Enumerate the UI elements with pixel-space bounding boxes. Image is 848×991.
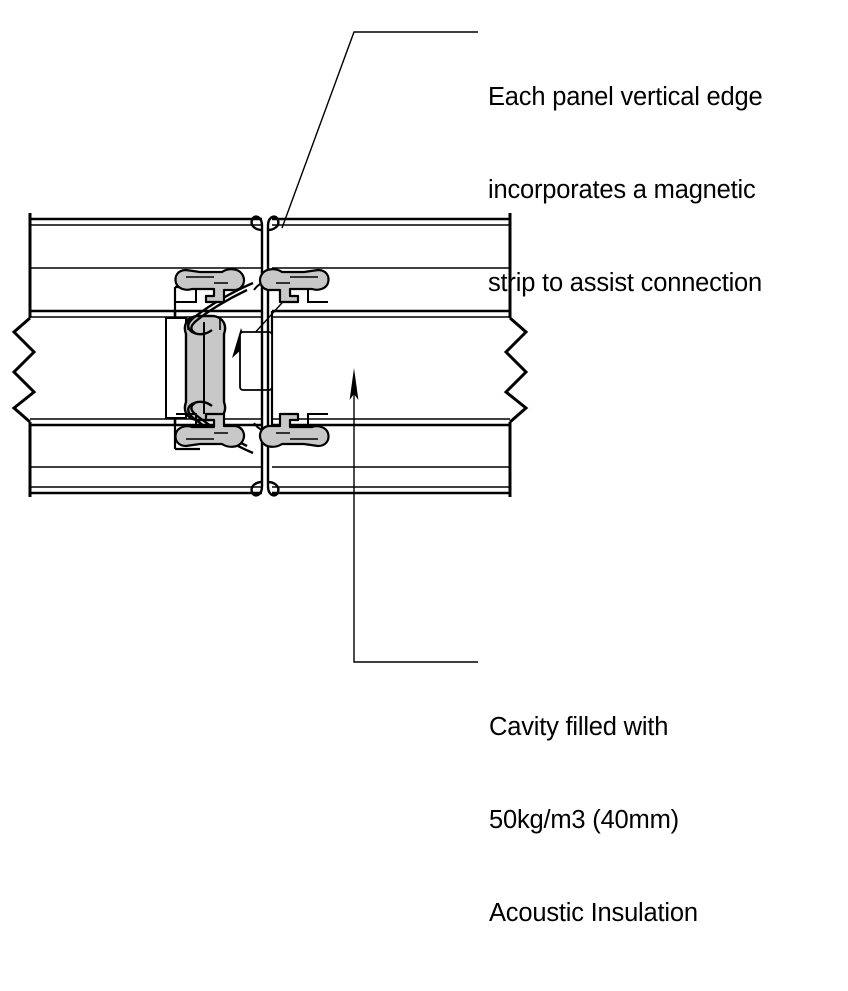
upper-left-connector-clip [174,268,246,304]
magnetic-note-line-1: Each panel vertical edge [488,83,763,111]
lower-left-connector-clip [174,412,246,448]
clip-mount-tabs [176,289,328,427]
cavity-leader-line [353,382,478,663]
lower-right-connector-clip [258,412,330,448]
diagram-canvas: Each panel vertical edge incorporates a … [11,20,763,927]
magnetic-note-line-2: incorporates a magnetic [488,176,756,204]
cavity-note-line-1: Cavity filled with [489,713,669,741]
magnetic-leader-line [281,31,478,229]
cavity-insulation-note: Cavity filled with 50kg/m3 (40mm) Acoust… [489,650,698,991]
right-panel-section [272,213,529,497]
panel-joint-drawing [11,31,529,663]
cavity-note-line-2: 50kg/m3 (40mm) [489,806,679,834]
cavity-note-line-3: Acoustic Insulation [489,899,698,927]
cavity-arrow-head [349,368,359,400]
magnetic-note-line-3: strip to assist connection [488,269,763,297]
upper-right-connector-clip [258,268,330,304]
magnetic-strip-note: Each panel vertical edge incorporates a … [488,20,763,361]
leader-lines [281,31,478,663]
